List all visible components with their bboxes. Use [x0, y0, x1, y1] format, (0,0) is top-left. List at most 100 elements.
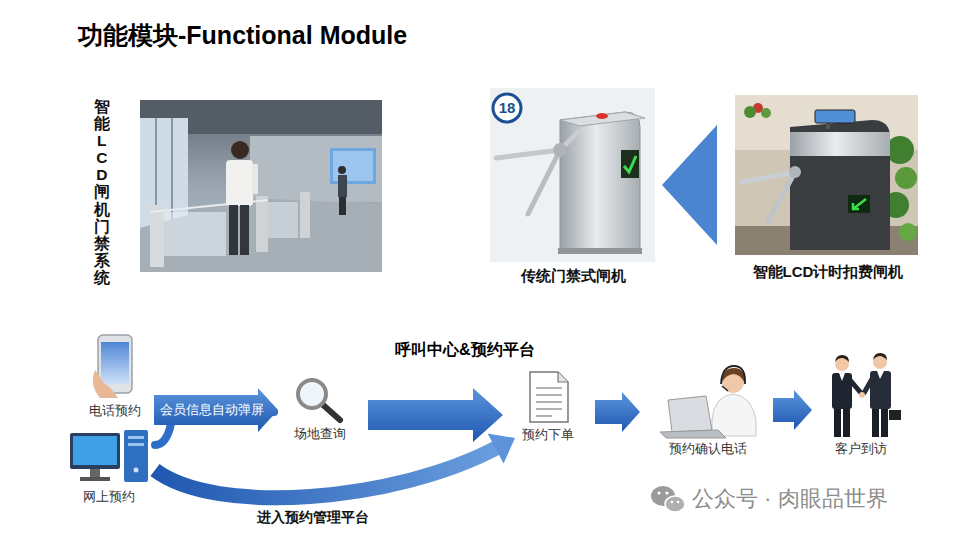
node-caption: 智能LCD计时扣费闸机: [753, 263, 904, 281]
lcd-turnstile-photo-part: [899, 223, 917, 241]
lcd-turnstile-photo-part: [886, 136, 914, 164]
tripod-turnstile-photo-part: [560, 112, 640, 250]
connector: [154, 388, 278, 432]
order-node: 预约下单: [515, 366, 581, 444]
office-photo-part: [140, 100, 382, 272]
edge-label: 会员信息自动弹屏: [160, 402, 264, 418]
lcd-turnstile-photo-part: [735, 95, 918, 255]
handshake-icon-part: [835, 355, 849, 362]
office-photo-part: [268, 202, 298, 238]
office-photo-part: [164, 212, 226, 256]
office-photo-part: [338, 166, 346, 174]
lcd-turnstile-photo-part: [895, 167, 917, 189]
handshake-icon-part: [872, 409, 879, 437]
handshake-icon-part: [877, 371, 884, 379]
wechat-icon-part: [671, 501, 674, 504]
computer-icon-part: [124, 430, 148, 482]
phone-icon: [93, 335, 132, 398]
handshake-icon-part: [850, 380, 861, 393]
lcd-turnstile-photo-part: [768, 172, 795, 222]
office-photo-part: [229, 205, 238, 255]
lcd-turnstile-photo-part: [744, 106, 756, 118]
lcd-turnstile-photo-part: [853, 199, 866, 209]
phone-icon-part: [93, 370, 118, 398]
document-icon-part: [536, 387, 562, 389]
office-photo-part: [338, 175, 347, 197]
connector: [368, 388, 503, 442]
office-photo-part: [250, 136, 382, 202]
tripod-turnstile-photo-part: [493, 94, 521, 122]
document-icon-part: [536, 394, 562, 396]
tripod-turnstile-photo-part: [490, 88, 655, 262]
tripod-turnstile-photo-part: [496, 150, 560, 158]
computer-icon-part: [128, 436, 144, 439]
computer-icon-part: [90, 469, 100, 477]
document-icon-part: [536, 401, 562, 403]
block-arrow: [154, 388, 278, 432]
node-caption: 客户到访: [835, 441, 887, 457]
tripod-turnstile-photo-part: [528, 150, 560, 214]
wechat-icon-part: [657, 491, 660, 494]
customer-visit-node: 客户到访: [818, 350, 903, 458]
tripod-turnstile-photo-part: [553, 143, 567, 157]
lcd-turnstile-photo-part: [815, 110, 855, 123]
operator-icon-part: [668, 396, 712, 432]
watermark: 公众号 · 肉眼品世界: [692, 486, 888, 512]
operator-icon-part: [722, 386, 728, 391]
curved-arrow: [155, 447, 497, 497]
operator-icon: [660, 366, 756, 438]
page-title: 功能模块-Functional Module: [78, 20, 407, 50]
office-photo-part: [252, 164, 258, 194]
web-booking-node: 网上预约: [62, 428, 155, 506]
connector: [773, 390, 812, 430]
tripod-turnstile-photo-part: [558, 248, 642, 254]
tripod-turnstile-photo-part: [621, 150, 639, 178]
office-photo-part: [231, 141, 249, 159]
lcd-turnstile-photo-part: [789, 166, 801, 178]
magnifier-icon: [298, 380, 340, 420]
vertical-heading: 智能LCD闸机门禁系统: [94, 98, 110, 286]
tripod-turnstile-photo-part: [624, 156, 636, 172]
computer-icon-part: [128, 443, 144, 446]
office-photo-part: [226, 160, 253, 206]
operator-icon-part: [721, 366, 745, 384]
wechat-icon-part: [677, 501, 680, 504]
handshake-icon-part: [889, 410, 901, 420]
system-photo-panel: 智能LCD闸机门禁系统: [88, 86, 384, 298]
block-arrow: [595, 392, 640, 432]
office-photo-part: [330, 148, 376, 184]
wechat-icon: [651, 486, 685, 512]
document-icon-part: [530, 372, 568, 422]
computer-icon: [70, 430, 148, 482]
block-arrow: [368, 388, 503, 442]
document-icon-part: [536, 408, 562, 410]
handshake-icon-part: [839, 373, 845, 381]
connector: [662, 125, 717, 245]
office-photo-part: [150, 205, 164, 267]
block-arrow: [773, 390, 812, 430]
magnifier-icon-part: [322, 404, 340, 420]
edge-label: 进入预约管理平台: [257, 509, 369, 526]
node-caption: 预约下单: [522, 427, 574, 443]
handshake-icon-part: [873, 353, 887, 360]
document-icon-part: [558, 372, 568, 382]
office-photo-part: [256, 196, 268, 252]
wechat-icon-part: [665, 496, 685, 512]
node-caption: 电话预约: [89, 403, 141, 419]
handshake-icon-part: [843, 409, 850, 437]
lcd-turnstile-photo-part: [790, 120, 890, 250]
computer-icon-part: [70, 433, 120, 469]
lcd-turnstile-photo-part: [742, 172, 795, 182]
lcd-turnstile-photo: [735, 95, 918, 255]
node-caption: 预约确认电话: [669, 441, 747, 457]
node-caption: 场地查询: [294, 426, 346, 442]
venue-query-node: 场地查询: [282, 375, 358, 443]
handshake-icon-part: [864, 379, 872, 393]
office-photo-part: [300, 192, 310, 238]
handshake-icon-part: [834, 409, 841, 437]
document-icon: [530, 372, 568, 422]
section-heading: 呼叫中心&预约平台: [395, 340, 535, 359]
operator-icon-part: [712, 394, 756, 436]
arrow-head: [488, 433, 515, 463]
office-photo-part: [240, 205, 249, 255]
